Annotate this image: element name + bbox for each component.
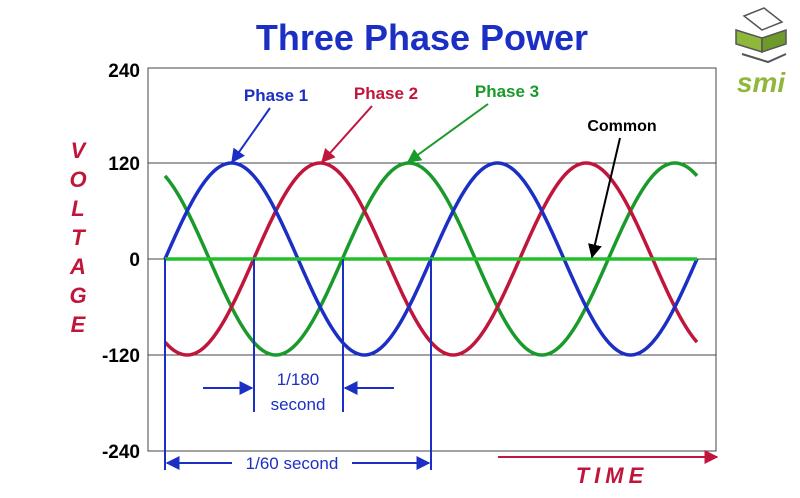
- y-tick-neg120: -120: [102, 346, 140, 367]
- span-180-label-line1: 1/180: [277, 370, 320, 389]
- logo-text: smi: [737, 67, 786, 98]
- y-tick-240: 240: [108, 61, 140, 82]
- y-tick-120: 120: [108, 154, 140, 175]
- phase-1-pointer-arrow: [231, 107, 271, 164]
- y-axis-label-letter: T: [71, 225, 86, 250]
- span-180-label-line2: second: [271, 395, 326, 414]
- y-tick-neg240: -240: [102, 442, 140, 463]
- y-axis-label-letter: G: [69, 283, 86, 308]
- y-axis-label-letter: L: [71, 196, 84, 221]
- chart-title: Three Phase Power: [256, 17, 588, 58]
- phase-2-pointer-arrow: [321, 105, 373, 164]
- y-axis-label-letter: V: [71, 138, 88, 163]
- common-pointer-arrow: [588, 137, 621, 259]
- logo-mark-icon: [735, 7, 787, 64]
- series-label-phase-2: Phase 2: [354, 84, 418, 103]
- span-60-label: 1/60 second: [246, 454, 339, 473]
- series-label-phase-3: Phase 3: [475, 82, 539, 101]
- y-axis-label-letter: A: [69, 254, 86, 279]
- y-tick-0: 0: [129, 250, 140, 271]
- series-label-phase-1: Phase 1: [244, 86, 308, 105]
- x-axis-label: TIME: [576, 463, 649, 488]
- series-label-common: Common: [587, 118, 656, 135]
- y-axis-label-letter: O: [69, 167, 86, 192]
- smi-logo: smi: [735, 7, 787, 98]
- phase-3-pointer-arrow: [406, 103, 489, 163]
- y-axis-label-letter: E: [71, 312, 87, 337]
